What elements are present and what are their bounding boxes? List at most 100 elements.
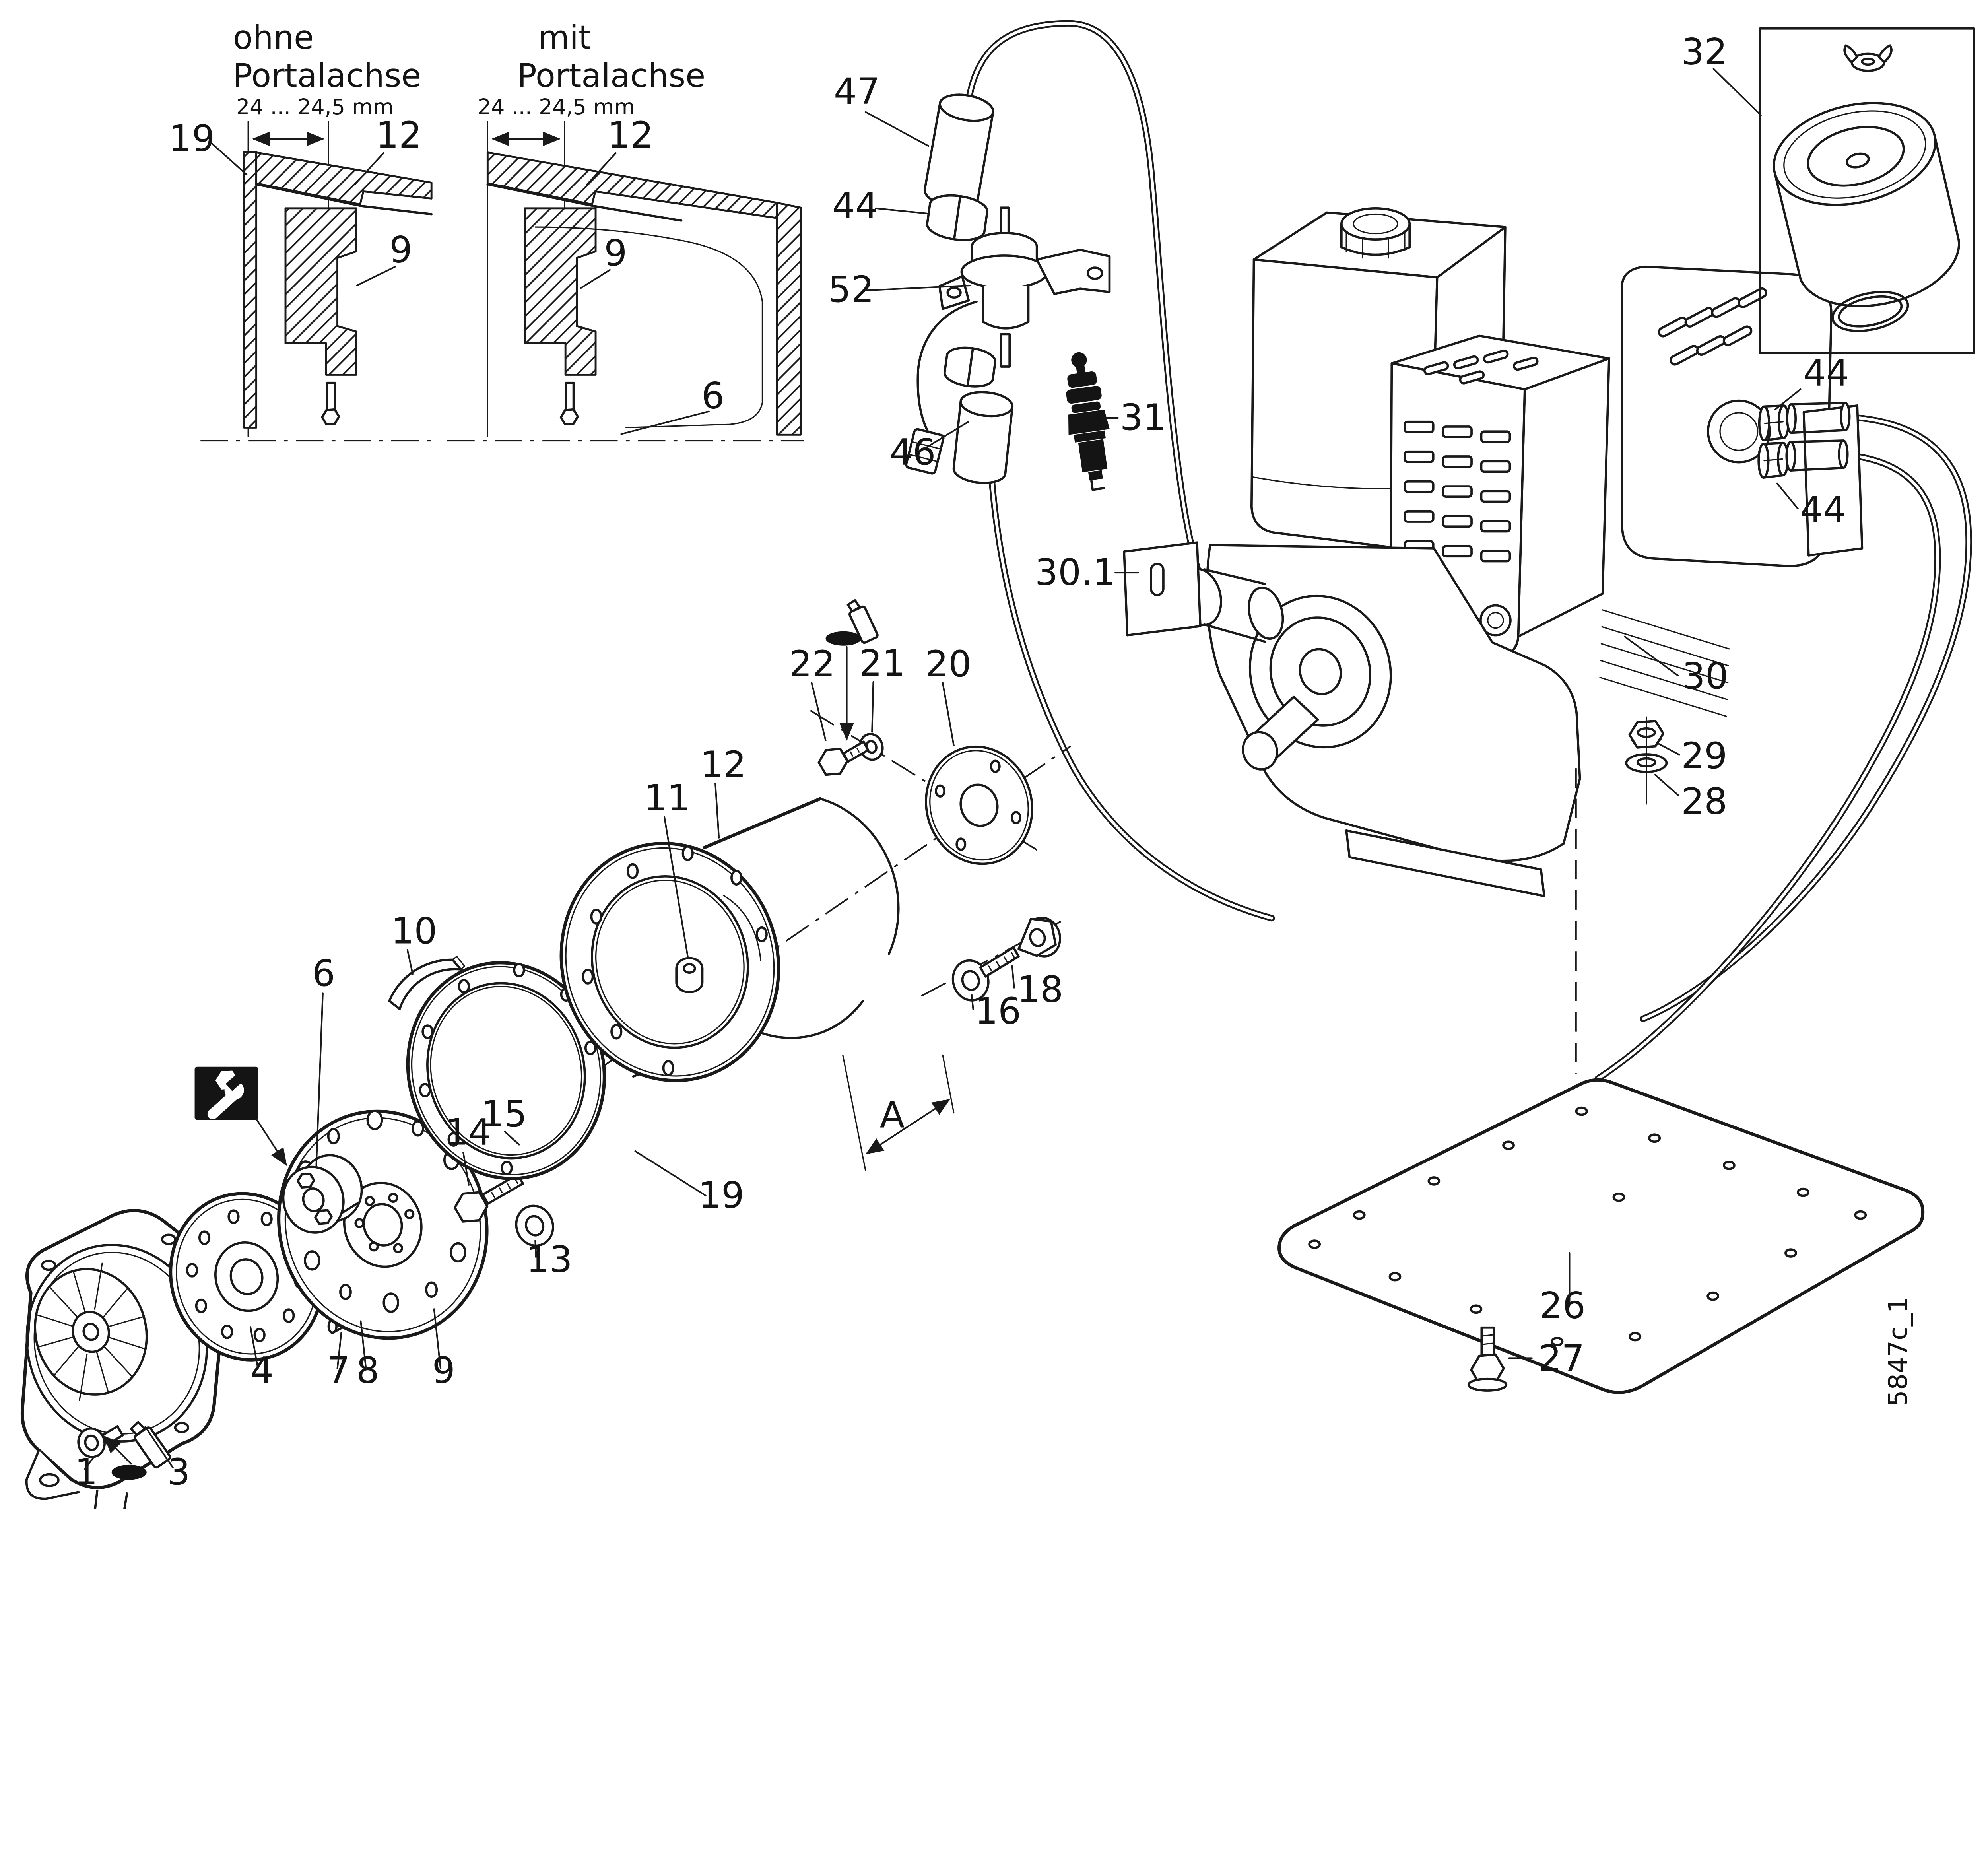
- fuel-hose-core: [990, 481, 1274, 920]
- flywheel-section: [284, 207, 357, 376]
- leader-line: [866, 284, 971, 291]
- hub-bolt: [297, 1173, 315, 1189]
- callout-28: 28: [1681, 780, 1727, 822]
- leader-line: [1776, 482, 1799, 510]
- leader-line: [663, 816, 689, 958]
- leader-line: [1624, 635, 1679, 676]
- leader-line: [864, 111, 930, 147]
- leader-line: [315, 992, 324, 1166]
- leader-line: [208, 140, 248, 176]
- hose-core: [1641, 415, 1971, 1020]
- fuel-valve-assembly: 47 44 52 46: [828, 70, 1111, 484]
- callout-29: 29: [1681, 734, 1727, 777]
- callout-6-inset2: 6: [701, 374, 724, 417]
- leader-line: [249, 1326, 259, 1369]
- bracket-slot: [1150, 563, 1165, 596]
- housing-section: [255, 151, 433, 206]
- hub-bolt: [314, 1209, 333, 1225]
- drum-rear-rim: [751, 797, 900, 1039]
- wrench-icon: [194, 1066, 258, 1120]
- muffler-side: [1517, 357, 1610, 638]
- callout-3: 3: [167, 1451, 190, 1493]
- callout-14: 14: [445, 1111, 491, 1154]
- leader-line: [336, 1332, 342, 1369]
- drawing-code: 5847c_1: [1883, 1297, 1913, 1406]
- fuel-hose-core: [965, 22, 1202, 579]
- leader-line: [433, 1308, 442, 1369]
- housing-wall-section: [776, 202, 802, 436]
- bushing-11: [675, 957, 704, 993]
- callout-52: 52: [828, 268, 874, 311]
- filter-element: [1773, 102, 1960, 307]
- leader-line: [586, 152, 617, 185]
- leader-line: [356, 266, 396, 287]
- callout-15: 15: [481, 1093, 527, 1135]
- hose-core: [1596, 453, 1939, 1080]
- leader-line: [84, 1457, 95, 1470]
- hose-bracket: [1802, 404, 1864, 557]
- callout-22: 22: [789, 643, 835, 685]
- base-plate: [1277, 1078, 1925, 1394]
- wire-connector: [905, 428, 945, 475]
- leader-line: [920, 421, 969, 452]
- ring-holes: [419, 963, 597, 1175]
- leader-line: [871, 681, 874, 733]
- parts-diagram-page: ohne Portalachse 24 ... 24,5 mm 19 12 9 …: [20, 19, 1975, 1509]
- leader-line: [1774, 388, 1802, 410]
- drum-top-edge: [703, 797, 822, 849]
- callout-9-inset1: 9: [389, 228, 412, 271]
- screw-1: [77, 1425, 124, 1458]
- hose-nipple-upper: [1786, 402, 1851, 434]
- callout-27: 27: [1538, 1337, 1584, 1379]
- callout-11: 11: [644, 777, 690, 819]
- bolt-14: [454, 1173, 524, 1223]
- callout-16: 16: [975, 990, 1021, 1032]
- glue-tube-upper: [825, 599, 879, 741]
- plate-holes: [1308, 1106, 1867, 1346]
- segment-10: [388, 956, 466, 1010]
- callout-20: 20: [925, 643, 971, 685]
- boot-46: [952, 391, 1014, 484]
- spokes: [35, 1262, 146, 1401]
- inset-without-portal-axle: ohne Portalachse 24 ... 24,5 mm 19 12 9: [169, 19, 433, 442]
- inset-with-portal-axle: mit Portalachse 24 ... 24,5 mm 12 9 6: [447, 19, 804, 442]
- inset1-dimension: 24 ... 24,5 mm: [236, 94, 394, 119]
- valve-bracket-right: [1035, 249, 1111, 295]
- leader-line: [620, 410, 710, 435]
- screw-18: [979, 917, 1062, 978]
- bolt-shaft: [565, 381, 575, 414]
- exploded-parts-diagram: ohne Portalachse 24 ... 24,5 mm 19 12 9 …: [20, 19, 1975, 1509]
- cylinder-fins: [1599, 609, 1730, 717]
- callout-30-1: 30.1: [1035, 551, 1116, 593]
- callout-8: 8: [356, 1349, 379, 1391]
- tank-cap: [1340, 207, 1411, 259]
- washer-13: [515, 1204, 554, 1247]
- valve-stem-bottom: [1000, 333, 1011, 368]
- bolt-27: [1467, 1326, 1508, 1392]
- pto-shaft-end: [1242, 731, 1278, 771]
- leader-line: [942, 682, 955, 747]
- leader-line: [634, 1150, 707, 1196]
- leader-line: [462, 1152, 470, 1186]
- callout-10: 10: [391, 910, 437, 952]
- leader-line: [811, 682, 827, 741]
- callout-32: 32: [1681, 31, 1727, 73]
- electrode: [1090, 480, 1106, 491]
- callout-31: 31: [1120, 396, 1166, 439]
- bell-housing-12: [559, 797, 900, 1082]
- fuel-valve-52: [905, 206, 1111, 475]
- exploded-axis-upper: [810, 710, 1041, 853]
- engine-foot: [1345, 829, 1545, 897]
- glue-dollop: [111, 1464, 147, 1480]
- glue-tube-lower: [103, 1421, 171, 1480]
- flywheel-section: [524, 207, 597, 376]
- callout-47: 47: [834, 70, 880, 113]
- callout-44a: 44: [832, 184, 878, 227]
- spark-plug: [1066, 352, 1110, 491]
- callout-46: 46: [889, 431, 936, 473]
- gasket-ring-19: [406, 961, 606, 1180]
- callout-6-main: 6: [312, 952, 335, 994]
- glue-dollop: [825, 631, 862, 646]
- callout-13: 13: [526, 1238, 572, 1280]
- leader-line: [1654, 774, 1679, 796]
